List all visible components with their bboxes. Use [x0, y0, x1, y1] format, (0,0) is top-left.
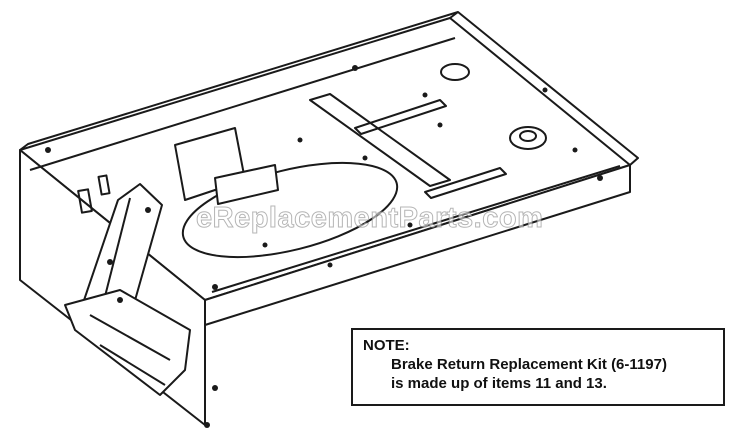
frame-back-flange	[449, 11, 639, 166]
slot-rail	[309, 93, 451, 187]
lower-bracket	[64, 289, 191, 396]
mounting-holes	[45, 65, 603, 428]
note-line-2: is made up of items 11 and 13.	[391, 375, 607, 392]
slot-bar	[354, 99, 447, 135]
round-boss	[509, 126, 547, 150]
note-title: NOTE:	[363, 337, 410, 354]
note-line-1: Brake Return Replacement Kit (6-1197)	[391, 356, 667, 373]
slot-bar-2	[424, 167, 507, 199]
watermark-text: eReplacementParts.com	[195, 202, 544, 235]
frame-left-flange	[19, 11, 459, 151]
bracket-plate	[214, 164, 279, 205]
top-boss	[440, 63, 470, 81]
frame-assembly	[19, 11, 639, 426]
note-box: NOTE: Brake Return Replacement Kit (6-11…	[351, 328, 725, 406]
